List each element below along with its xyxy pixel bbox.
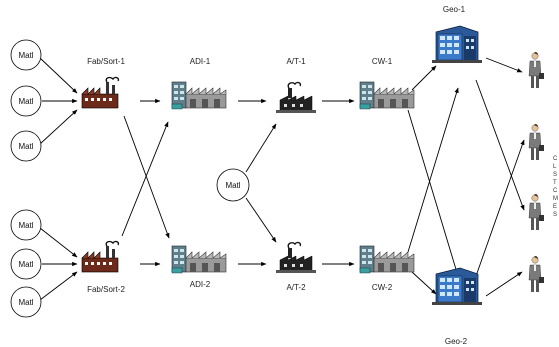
arrow-fab1-adi2	[123, 115, 170, 239]
fab-sort-2-label: Fab/Sort-2	[87, 285, 125, 294]
edge-letter: M	[553, 196, 558, 202]
warehouse-icon	[359, 81, 415, 110]
geo-1-label: Geo-1	[443, 5, 466, 14]
matl-label: Matl	[18, 260, 33, 269]
businessperson-icon	[528, 193, 545, 231]
arrow-cw2-geo2	[411, 271, 437, 295]
matl-label: Matl	[18, 298, 33, 307]
assembly-plant-icon	[275, 81, 317, 114]
arrow-geo1-cust1	[485, 57, 523, 73]
arrow-cw1-geo2	[407, 109, 459, 277]
matl-node: Matl	[10, 209, 42, 241]
matl-node: Matl	[10, 248, 42, 280]
arrow-matl-fab2-c	[39, 271, 78, 301]
cw-2-node: CW-2	[359, 245, 415, 292]
matl-nodes: Matl Matl Matl Matl Matl Matl Matl	[10, 39, 250, 318]
warehouse-icon	[359, 245, 415, 274]
fab-sort-1-label: Fab/Sort-1	[87, 57, 125, 66]
matl-label: Matl	[18, 142, 33, 151]
cw-2-label: CW-2	[372, 283, 393, 292]
edge-letter: L	[553, 164, 557, 170]
geo-2-label: Geo-2	[445, 337, 468, 346]
businessperson-icon	[528, 255, 545, 293]
factory-icon	[81, 240, 120, 273]
arrow-matl-fab2-a	[39, 227, 78, 258]
arrow-matl-fab1-c	[39, 109, 78, 145]
businessperson-icon	[528, 123, 545, 161]
matl-node: Matl	[10, 286, 42, 318]
distribution-center-icon	[431, 267, 483, 306]
factory-icon	[81, 76, 120, 109]
customers	[528, 51, 545, 293]
arrow-cw2-geo1	[407, 87, 459, 253]
edge-text: C L S T C M E S	[553, 156, 558, 218]
geo-1-node: Geo-1	[431, 5, 483, 64]
assembly-plant-icon	[275, 241, 317, 274]
matl-label: Matl	[18, 51, 33, 60]
edge-letter: C	[553, 156, 558, 162]
businessperson-icon	[528, 51, 545, 89]
at-1-label: A/T-1	[286, 57, 306, 66]
adi-1-label: ADI-1	[190, 57, 211, 66]
cw-1-node: CW-1	[359, 57, 415, 110]
arrow-fab2-adi1	[121, 121, 169, 237]
arrow-matl-at1	[245, 123, 277, 173]
edge-letter: S	[553, 172, 557, 178]
fab-sort-2-node: Fab/Sort-2	[81, 240, 125, 294]
edge-letter: T	[553, 180, 557, 186]
fab-sort-1-node: Fab/Sort-1	[81, 57, 125, 109]
at-1-node: A/T-1	[275, 57, 317, 114]
adi-2-label: ADI-2	[190, 280, 211, 289]
adi-1-node: ADI-1	[171, 57, 227, 110]
arrow-geo2-cust4	[485, 271, 523, 297]
matl-label: Matl	[225, 181, 240, 190]
matl-node: Matl	[10, 85, 42, 117]
arrow-matl-fab1-a	[39, 57, 78, 94]
matl-label: Matl	[18, 221, 33, 230]
warehouse-icon	[171, 81, 227, 110]
arrows	[39, 57, 525, 301]
edge-letter: C	[553, 188, 558, 194]
arrow-matl-at2	[245, 197, 277, 243]
matl-node: Matl	[10, 130, 42, 162]
at-2-label: A/T-2	[286, 283, 306, 292]
arrow-geo1-cust3	[475, 79, 525, 211]
matl-label: Matl	[18, 97, 33, 106]
arrow-cw1-geo1	[411, 65, 437, 91]
cw-1-label: CW-1	[372, 57, 393, 66]
edge-letter: E	[553, 204, 557, 210]
matl-node: Matl	[216, 168, 250, 202]
distribution-center-icon	[431, 25, 483, 64]
adi-2-node: ADI-2	[171, 245, 227, 289]
arrow-geo2-cust2	[475, 139, 525, 277]
warehouse-icon	[171, 245, 227, 274]
geo-2-node: Geo-2	[431, 267, 483, 346]
edge-letter: S	[553, 212, 557, 218]
matl-node: Matl	[10, 39, 42, 71]
at-2-node: A/T-2	[275, 241, 317, 292]
